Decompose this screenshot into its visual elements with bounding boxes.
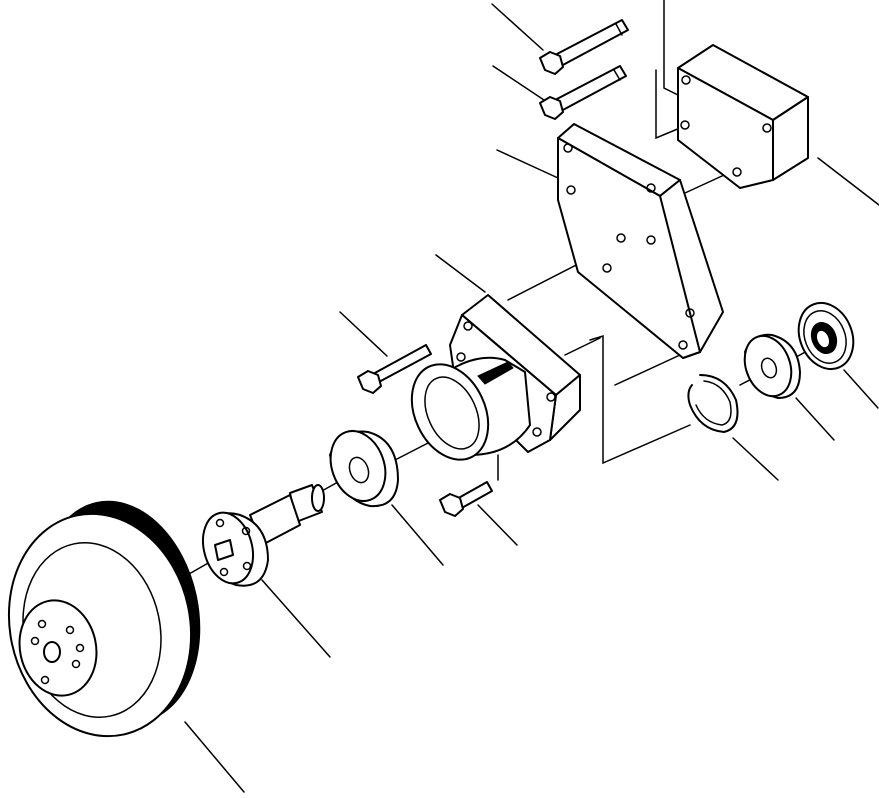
leader-bearing-front: [391, 504, 444, 566]
bolt-housing-lower: [439, 481, 493, 517]
leader-seal: [843, 369, 879, 409]
leader-bolt-long-upper: [491, 3, 544, 51]
leader-bolt-long-lower: [492, 65, 545, 101]
shaft-hub: [202, 484, 325, 587]
axis-housing-plate-2: [564, 337, 601, 356]
axis-housing-snapring: [589, 334, 691, 465]
bearing-front: [329, 430, 399, 508]
bolt-housing-left: [357, 344, 432, 394]
axis-plate-rear: [614, 354, 681, 386]
leader-bolt-housing-lower: [477, 504, 518, 546]
leader-shaft-hub: [261, 579, 331, 658]
leader-housing: [435, 254, 486, 293]
housing: [410, 294, 581, 461]
leader-bearing-rear: [795, 397, 835, 441]
pulley: [7, 500, 201, 738]
mounting-plate: [557, 123, 724, 359]
axis-bolt-lower: [655, 69, 681, 140]
snap-ring: [687, 374, 739, 433]
leader-pulley: [184, 721, 245, 793]
leader-spacer-block: [817, 157, 879, 206]
leader-bolt-housing-left: [339, 311, 388, 357]
leader-lines: [184, 3, 879, 793]
axis-bolt-upper: [663, 0, 681, 97]
leader-mounting-plate: [496, 149, 559, 179]
leader-snap-ring: [732, 437, 779, 481]
bearing-rear: [743, 333, 801, 399]
seal: [797, 302, 855, 370]
bolt-long-upper: [539, 19, 629, 75]
axis-bearing-housing: [394, 441, 431, 461]
bolt-long-lower: [539, 65, 627, 120]
spacer-block: [677, 44, 809, 189]
